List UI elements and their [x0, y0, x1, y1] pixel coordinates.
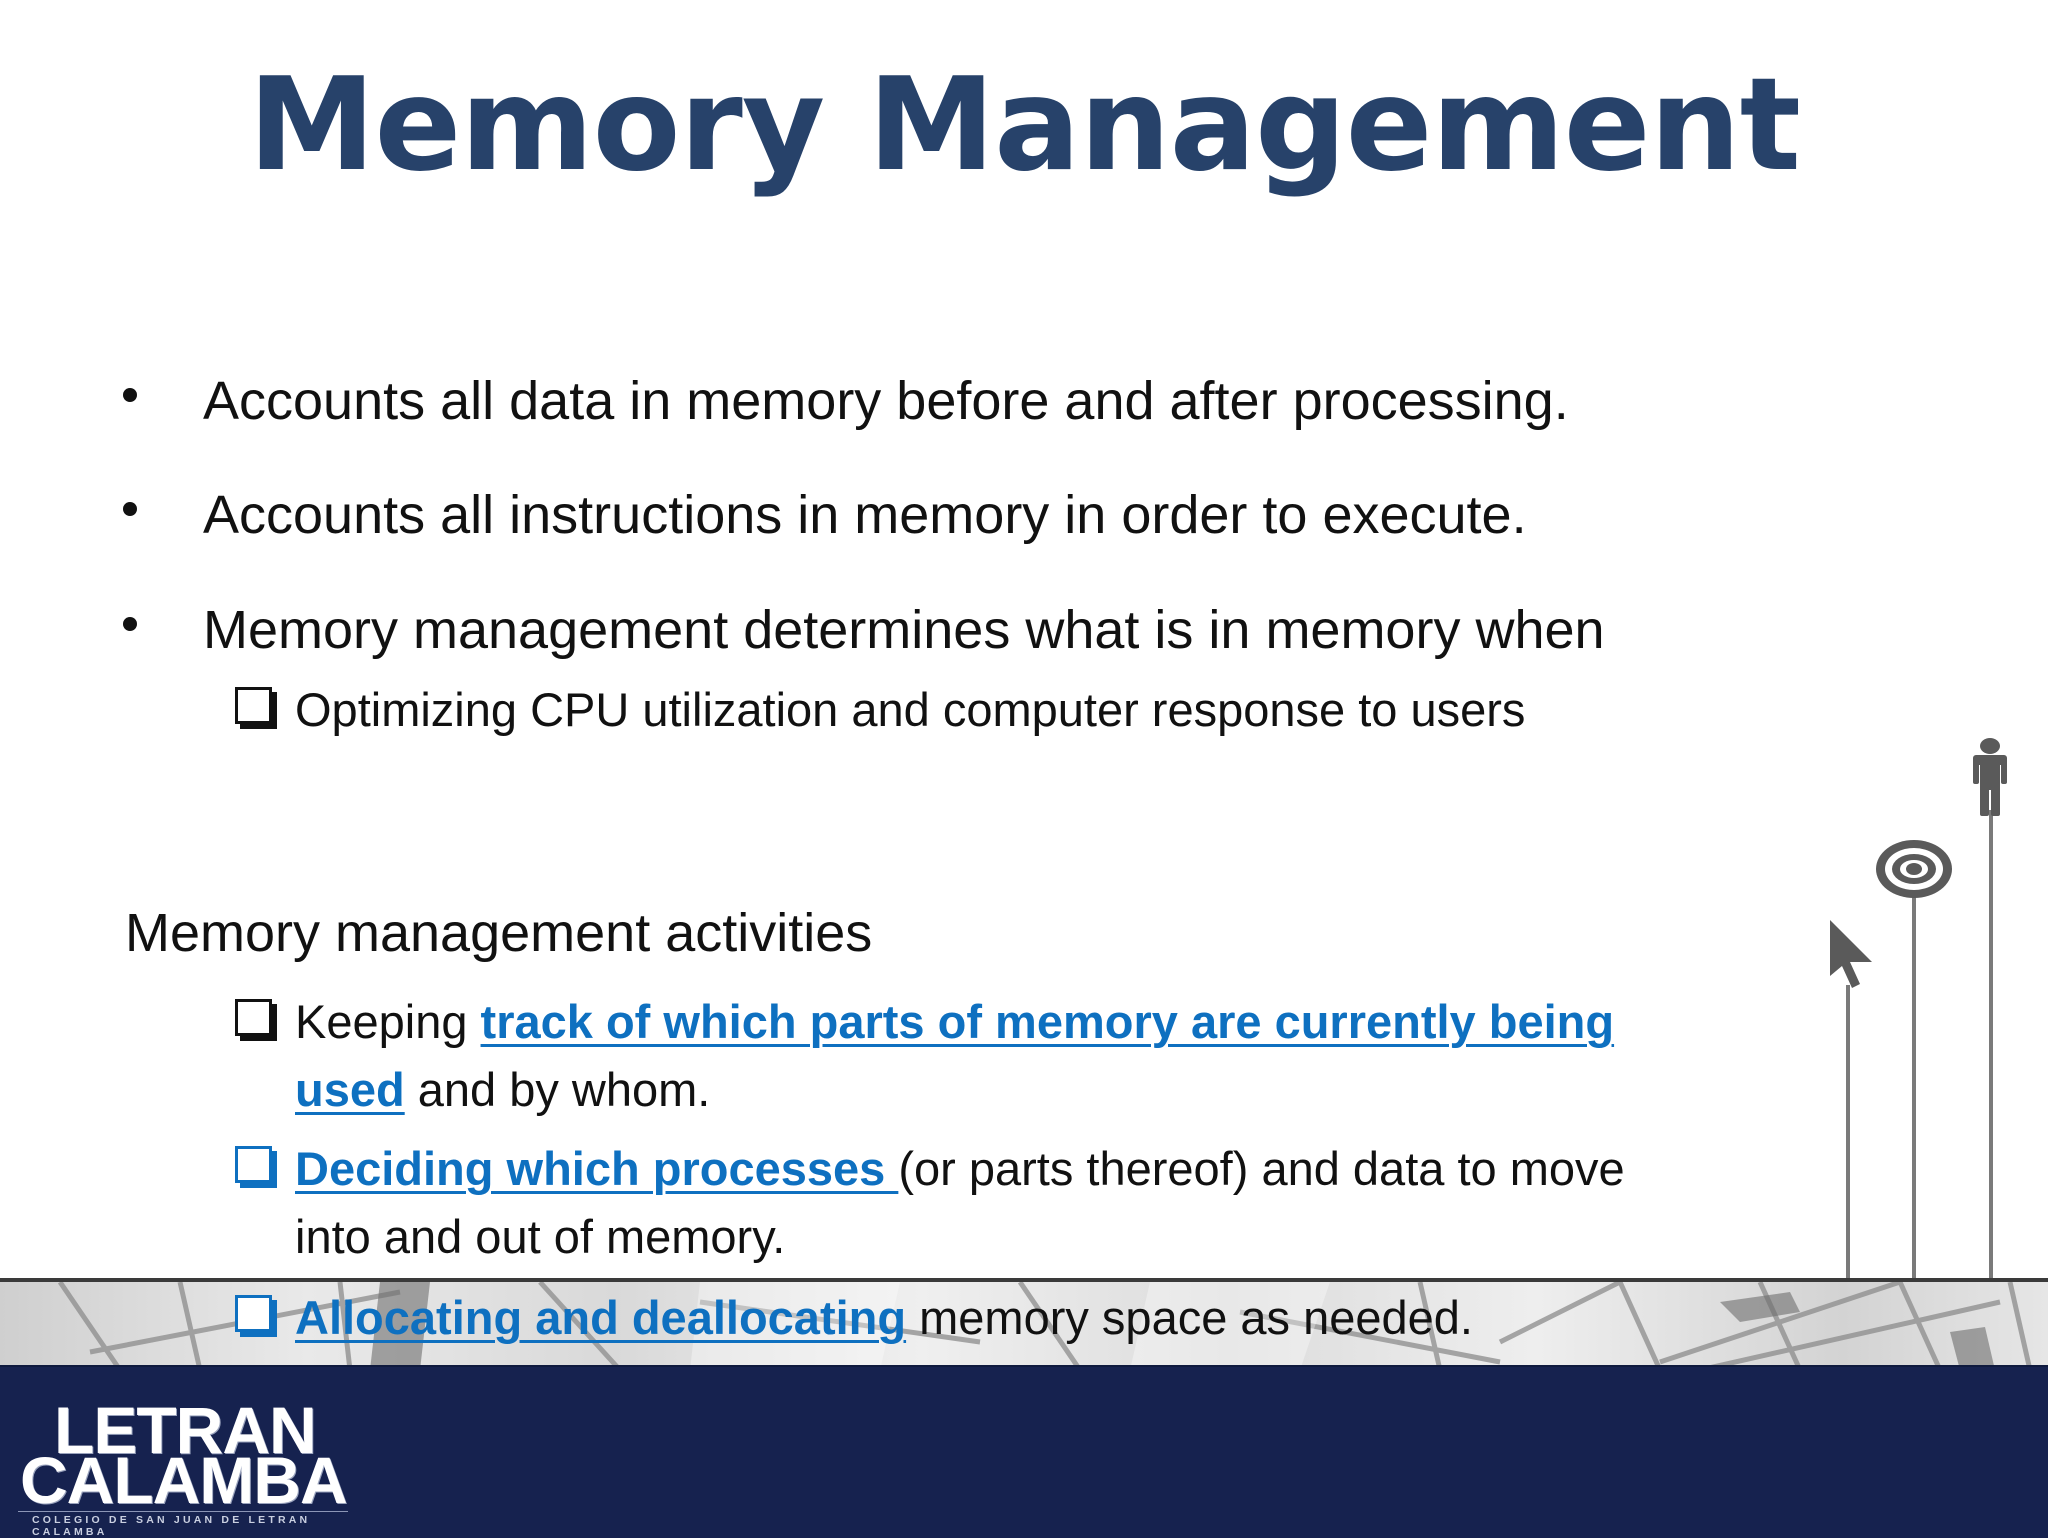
bullet-text: Accounts all instructions in memory in o…	[203, 485, 1527, 545]
activity-suffix: into and out of memory.	[295, 1210, 786, 1263]
shadow-box-bullet-icon	[235, 1146, 272, 1183]
bullet-dot-icon	[123, 502, 137, 516]
bullet-item: Memory management determines what is in …	[123, 600, 1605, 660]
activities-heading: Memory management activities	[125, 903, 873, 963]
activity-suffix: memory space as needed.	[906, 1291, 1473, 1344]
activity-item: Allocating and deallocating memory space…	[235, 1284, 1473, 1352]
bullet-item: Accounts all instructions in memory in o…	[123, 485, 1527, 545]
decoration-pole	[1989, 810, 1993, 1280]
activity-item: Keeping track of which parts of memory a…	[235, 988, 1615, 1056]
decoration-pole	[1846, 985, 1850, 1280]
activity-prefix: Keeping	[295, 995, 481, 1048]
decoration-pole	[1912, 885, 1916, 1280]
architecture-photo-texture	[57, 1282, 2033, 1370]
shadow-box-bullet-icon	[235, 1295, 272, 1332]
activity-item-continuation: into and out of memory.	[295, 1203, 785, 1271]
pointer-arrow-icon	[1830, 920, 1872, 988]
sub-bullet-text: Optimizing CPU utilization and computer …	[295, 683, 1526, 736]
activity-item-continuation: used and by whom.	[295, 1056, 710, 1124]
sub-bullet-item: Optimizing CPU utilization and computer …	[235, 676, 1526, 744]
bullet-dot-icon	[123, 617, 137, 631]
activity-link-deciding-processes[interactable]: Deciding which processes	[295, 1142, 899, 1195]
person-icon	[1973, 738, 2007, 816]
activity-suffix: (or parts thereof) and data to move	[898, 1142, 1625, 1195]
photo-band	[0, 1278, 2048, 1370]
logo-subtitle: COLEGIO DE SAN JUAN DE LETRAN CALAMBA	[18, 1511, 348, 1538]
bullet-text: Memory management determines what is in …	[203, 600, 1605, 660]
logo-line-2: CALAMBA	[20, 1443, 348, 1517]
bullet-text: Accounts all data in memory before and a…	[203, 371, 1569, 431]
letran-calamba-logo: LETRAN CALAMBA COLEGIO DE SAN JUAN DE LE…	[18, 1393, 358, 1538]
target-icon	[1876, 840, 1952, 898]
activity-link-track-memory[interactable]: track of which parts of memory are curre…	[480, 995, 1615, 1048]
bullet-item: Accounts all data in memory before and a…	[123, 371, 1569, 431]
activity-item: Deciding which processes (or parts there…	[235, 1135, 1625, 1203]
logo-line-1: LETRAN	[54, 1393, 317, 1467]
activity-link-used[interactable]: used	[295, 1063, 405, 1116]
activity-suffix: and by whom.	[404, 1063, 711, 1116]
footer-bar: LETRAN CALAMBA COLEGIO DE SAN JUAN DE LE…	[0, 1365, 2048, 1538]
slide-title: Memory Management	[248, 51, 1801, 200]
bullet-dot-icon	[123, 388, 137, 402]
shadow-box-bullet-icon	[235, 999, 272, 1036]
shadow-box-bullet-icon	[235, 687, 272, 724]
activity-link-allocating[interactable]: Allocating and deallocating	[295, 1291, 907, 1344]
